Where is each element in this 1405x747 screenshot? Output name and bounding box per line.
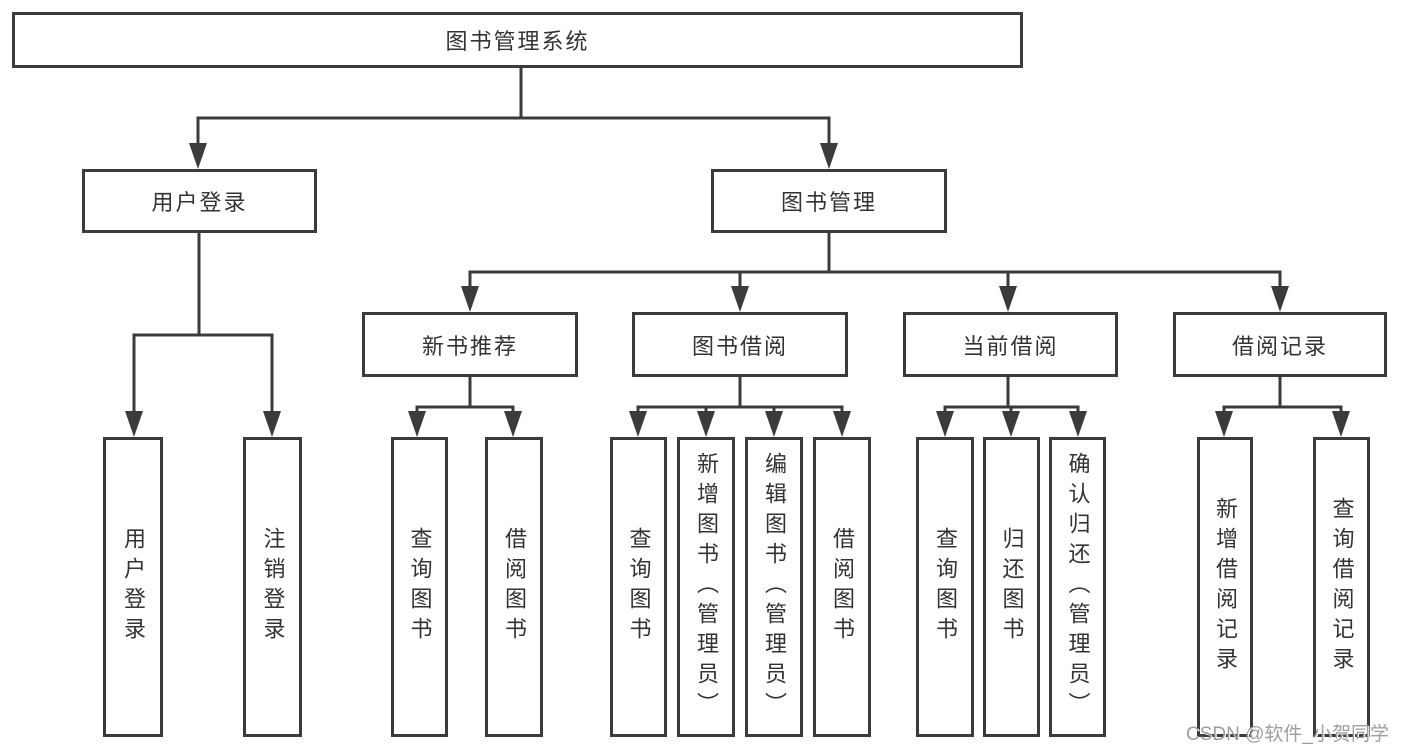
node-label: 查询图书 <box>626 527 652 647</box>
node-label: 借阅图书 <box>502 527 527 647</box>
leaf-borrow-books: 借阅图书 <box>813 437 871 737</box>
leaf-query-books-recommend: 查询图书 <box>391 437 448 737</box>
node-label: 借阅记录 <box>1231 333 1328 359</box>
node-label: 注销登录 <box>260 527 286 647</box>
leaf-add-books-admin: 新增图书（管理员） <box>677 437 735 737</box>
node-label: 新增图书（管理员） <box>694 452 719 722</box>
leaf-edit-books-admin: 编辑图书（管理员） <box>745 437 803 737</box>
node-label: 图书管理 <box>780 190 877 215</box>
node-label: 图书借阅 <box>691 333 788 359</box>
node-book-management: 图书管理 <box>711 169 947 233</box>
node-label: 编辑图书（管理员） <box>762 452 787 722</box>
leaf-user-login: 用户登录 <box>103 437 163 737</box>
leaf-logout: 注销登录 <box>243 437 302 737</box>
node-label: 查询图书 <box>407 527 433 647</box>
node-label: 借阅图书 <box>830 527 855 647</box>
leaf-confirm-return-admin: 确认归还（管理员） <box>1049 437 1106 737</box>
leaf-borrow-books-recommend: 借阅图书 <box>485 437 543 737</box>
node-label: 查询图书 <box>933 527 958 647</box>
node-label: 用户登录 <box>121 527 146 647</box>
node-book-borrowing: 图书借阅 <box>632 312 848 377</box>
node-borrowing-records: 借阅记录 <box>1173 312 1387 377</box>
node-label: 确认归还（管理员） <box>1065 452 1091 722</box>
node-label: 查询借阅记录 <box>1329 497 1355 677</box>
leaf-return-books: 归还图书 <box>983 437 1040 737</box>
node-label: 归还图书 <box>999 527 1025 647</box>
node-label: 新书推荐 <box>421 333 518 359</box>
node-label: 当前借阅 <box>962 333 1059 359</box>
leaf-query-books: 查询图书 <box>610 437 667 737</box>
node-new-book-recommend: 新书推荐 <box>362 312 578 377</box>
leaf-add-borrow-record: 新增借阅记录 <box>1197 437 1253 737</box>
node-label: 图书管理系统 <box>445 29 590 54</box>
csdn-watermark: CSDN @软件_小贺同学 <box>1186 724 1389 745</box>
leaf-query-current: 查询图书 <box>916 437 974 737</box>
node-root-library-system: 图书管理系统 <box>12 12 1023 68</box>
leaf-query-borrow-record: 查询借阅记录 <box>1313 437 1370 737</box>
node-label: 用户登录 <box>151 190 248 215</box>
node-user-login: 用户登录 <box>82 169 317 233</box>
node-current-borrowing: 当前借阅 <box>903 312 1118 377</box>
node-label: 新增借阅记录 <box>1213 497 1238 677</box>
